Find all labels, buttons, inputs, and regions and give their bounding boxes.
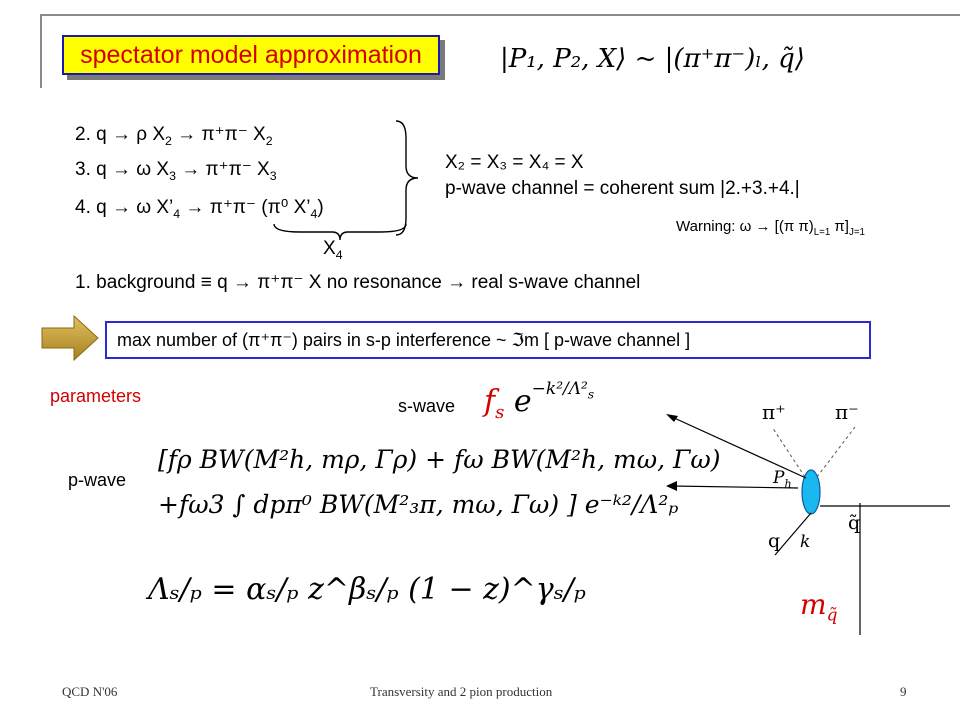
state-equation: |P₁, P₂, X⟩ ~ |(π⁺π⁻)ₗ, q̃⟩	[500, 44, 805, 74]
q-label: q	[768, 530, 781, 552]
frame-left-line	[40, 14, 42, 88]
underbrace	[273, 223, 407, 241]
x-equal: X₂ = X₃ = X₄ = X	[445, 152, 584, 173]
swave-label: s-wave	[398, 396, 456, 416]
pwave-label: p-wave	[68, 470, 127, 490]
footer-page-number: 9	[900, 684, 907, 699]
channel-3: 3. q → ω X3 → π⁺π⁻ X3	[75, 159, 277, 183]
footer-conference: QCD N'06	[62, 684, 118, 699]
pwave-line-1: [fρ BW(M²h, mρ, Γρ) + fω BW(M²h, mω, Γω)	[158, 445, 721, 474]
ph-label: Ph	[773, 468, 792, 491]
frame-top-line	[40, 14, 960, 16]
k-label: k	[800, 532, 811, 552]
m-qtilde-label: mq̃	[800, 588, 838, 626]
warning: Warning: ω → [(π π)L=1 π]J=1	[676, 218, 865, 238]
pi-minus-label: π⁻	[835, 400, 859, 424]
pi-plus-label: π⁺	[762, 400, 786, 424]
slide-title: spectator model approximation	[80, 40, 422, 69]
swave-formula: fs e−k²/Λ²s	[484, 379, 595, 423]
x4-label: X4	[323, 238, 343, 262]
right-brace	[395, 120, 419, 236]
lambda-formula: Λₛ/ₚ = αₛ/ₚ z^βₛ/ₚ (1 − z)^γₛ/ₚ	[148, 572, 586, 607]
qtilde-label: q̃	[848, 512, 861, 534]
title-box: spectator model approximation	[62, 35, 440, 75]
footer-title: Transversity and 2 pion production	[370, 684, 553, 699]
interference-banner: max number of (π⁺π⁻) pairs in s-p interf…	[105, 321, 871, 359]
pwave-sum: p-wave channel = coherent sum |2.+3.+4.|	[445, 178, 800, 199]
arrow-right-icon	[41, 314, 99, 362]
channel-4: 4. q → ω X’4 → π⁺π⁻ (π⁰ X’4)	[75, 197, 324, 221]
kinematics-diagram	[666, 414, 950, 635]
parameters-label: parameters	[50, 386, 142, 406]
channel-2: 2. q → ρ X2 → π⁺π⁻ X2	[75, 124, 273, 148]
background-line: 1. background ≡ q → π⁺π⁻ X no resonance …	[75, 272, 641, 293]
pwave-line-2: +fω3 ∫ dpπ⁰ BW(M²₃π, mω, Γω) ] e⁻ᵏ²/Λ²ₚ	[158, 490, 679, 519]
